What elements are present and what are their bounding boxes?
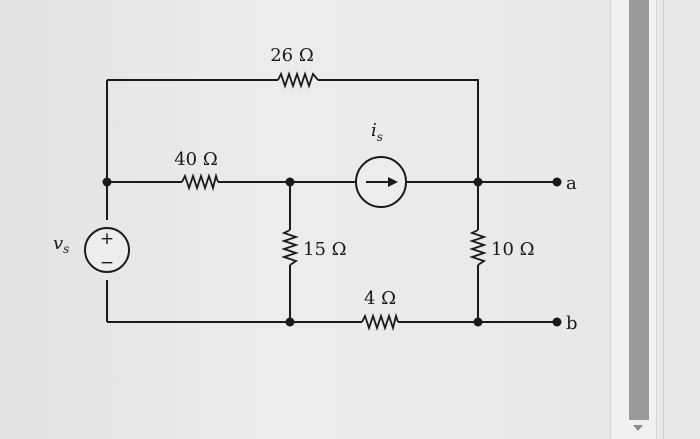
current-source-arrow-head	[388, 177, 398, 187]
wire-top-right	[318, 79, 479, 182]
terminal-b-dot	[552, 317, 562, 327]
resistor-15-label: 15 Ω	[303, 239, 347, 260]
scrollbar-thumb[interactable]	[629, 0, 649, 420]
resistor-40-label: 40 Ω	[174, 149, 218, 170]
resistor-40: 40 Ω	[174, 149, 219, 192]
scroll-down-arrow-icon[interactable]	[633, 425, 643, 431]
resistor-10-zigzag	[469, 229, 487, 266]
terminal-b-label: b	[566, 313, 578, 334]
node-center-mid	[285, 177, 295, 187]
terminal-a-dot	[552, 177, 562, 187]
resistor-26: 26 Ω	[270, 45, 319, 89]
wires	[106, 79, 556, 323]
voltage-source-label: vs	[53, 233, 69, 256]
voltage-source-circle	[84, 227, 130, 273]
resistor-26-zigzag	[277, 71, 319, 89]
resistor-26-label: 26 Ω	[270, 45, 314, 66]
nodes	[102, 177, 562, 327]
node-center-bottom	[285, 317, 295, 327]
terminal-a-label: a	[566, 173, 577, 194]
scrollbar-track[interactable]	[610, 0, 657, 439]
resistor-15: 15 Ω	[281, 229, 347, 266]
voltage-source: + − vs	[53, 227, 130, 273]
resistor-4: 4 Ω	[361, 288, 399, 332]
current-source-label: is	[371, 120, 383, 144]
resistor-4-label: 4 Ω	[364, 288, 396, 309]
page-edge-divider	[663, 0, 664, 439]
resistor-10-label: 10 Ω	[491, 239, 535, 260]
current-source: is	[355, 120, 407, 208]
node-right-bottom	[473, 317, 483, 327]
node-left-mid	[102, 177, 112, 187]
node-right-mid	[473, 177, 483, 187]
voltage-source-minus: −	[100, 253, 114, 273]
resistor-10: 10 Ω	[469, 229, 535, 266]
resistor-40-zigzag	[181, 172, 219, 192]
voltage-source-plus: +	[100, 229, 114, 249]
resistor-4-zigzag	[361, 312, 399, 332]
resistor-15-zigzag	[281, 229, 299, 266]
